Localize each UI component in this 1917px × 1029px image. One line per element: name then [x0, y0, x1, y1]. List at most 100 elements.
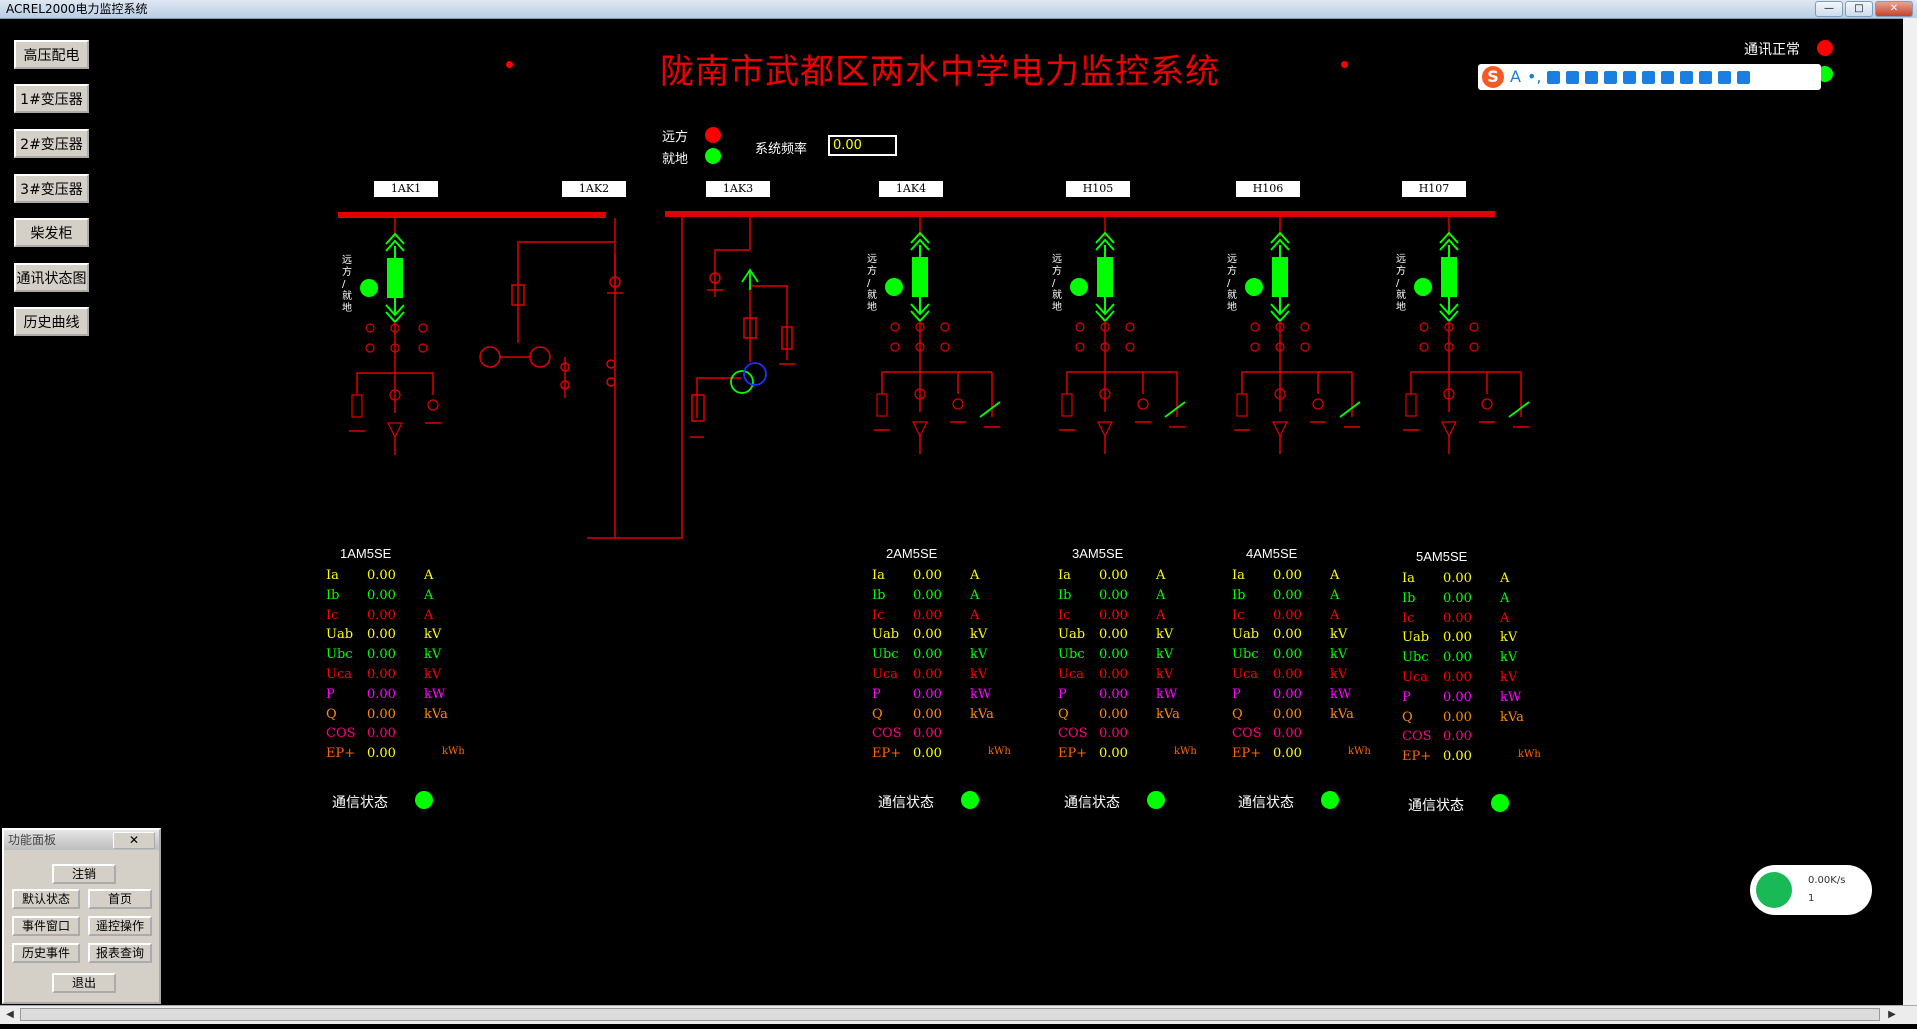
meter-row-value: 0.00 [1099, 568, 1128, 583]
keyboard-icon[interactable] [1566, 70, 1580, 84]
meter-row-value: 0.00 [1443, 749, 1472, 765]
feeder-h105-ct [1100, 322, 1110, 332]
nav-transformer-1-button[interactable]: 1#变压器 [14, 84, 89, 113]
function-panel-close-button[interactable]: ✕ [113, 832, 155, 849]
scissors-icon[interactable] [1699, 70, 1713, 84]
logout-button[interactable]: 注销 [52, 864, 116, 884]
feeder-1ak4-ct [890, 342, 900, 352]
function-panel-title: 功能面板 [8, 833, 57, 847]
meter-row-label: Ib [1402, 590, 1416, 606]
meter-row-label: Ia [326, 568, 339, 583]
screenshot-icon[interactable] [1604, 70, 1618, 84]
nav-transformer-2-button[interactable]: 2#变压器 [14, 129, 89, 158]
close-button[interactable]: ✕ [1875, 1, 1913, 17]
comm-status-label: 通信状态 [1238, 794, 1294, 810]
scroll-right-arrow-icon[interactable]: ▶ [1888, 1009, 1896, 1020]
event-window-button[interactable]: 事件窗口 [12, 916, 80, 936]
meter-row-value: 0.00 [1443, 610, 1472, 626]
meter-row-label: Uca [326, 667, 352, 682]
feeder-h106-pt [1312, 398, 1324, 410]
default-state-button[interactable]: 默认状态 [12, 889, 80, 909]
fullwidth-icon[interactable] [1718, 70, 1732, 84]
meter-title: 5AM5SE [1416, 549, 1468, 564]
meter-row-value: 0.00 [913, 706, 942, 722]
comm-status-lamp [961, 791, 979, 809]
meter-row-value: 0.00 [1099, 746, 1128, 762]
feeder-h106-breaker [1272, 257, 1288, 297]
feeder-1ak1-ct [365, 323, 375, 333]
scroll-thumb[interactable] [20, 1008, 1880, 1021]
feeder-1ak4-cable-ct [914, 388, 926, 400]
microphone-icon[interactable] [1585, 70, 1599, 84]
meter-row-value: 0.00 [913, 667, 942, 682]
feeder-1ak4-ct [940, 342, 950, 352]
remote-control-button[interactable]: 遥控操作 [88, 916, 152, 936]
meter-row-label: Ia [1402, 571, 1415, 586]
report-query-button[interactable]: 报表查询 [88, 943, 152, 963]
grid-menu-icon[interactable] [1737, 70, 1751, 84]
font-icon[interactable]: A [1510, 67, 1521, 86]
nav-history-curve-button[interactable]: 历史曲线 [14, 307, 89, 336]
meter-row-label: COS [326, 726, 356, 742]
ime-toolbar[interactable]: S A •, [1478, 64, 1821, 90]
meter-row-unit: kWh [988, 746, 1011, 758]
horizontal-scrollbar[interactable]: ◀ ▶ [0, 1005, 1917, 1024]
feeder-h105-ct [1075, 322, 1085, 332]
nav-hv-distribution-button[interactable]: 高压配电 [14, 40, 89, 69]
user-icon[interactable] [1661, 70, 1675, 84]
exit-button[interactable]: 退出 [52, 973, 116, 993]
skin-icon[interactable] [1680, 70, 1694, 84]
meter-row-label: Q [1402, 709, 1413, 725]
home-button[interactable]: 首页 [88, 889, 152, 909]
vertical-scrollbar[interactable] [1903, 18, 1917, 1005]
meter-row-label: Ib [1058, 587, 1072, 603]
feeder-h107-chevron-down-icon [1439, 303, 1459, 316]
meter-row-value: 0.00 [1443, 709, 1472, 725]
meter-row-label: Ic [872, 607, 885, 623]
meter-row-unit: kV [424, 647, 442, 663]
history-events-button[interactable]: 历史事件 [12, 943, 80, 963]
emoji-icon[interactable] [1547, 70, 1561, 84]
feeder-1ak4-ct [915, 322, 925, 332]
network-widget[interactable]: 0.00K/s 1 [1750, 865, 1872, 915]
comm-status-lamp [1147, 791, 1165, 809]
title-right-dot [1341, 61, 1348, 68]
feeder-h107-ct [1419, 342, 1429, 352]
minimize-button[interactable]: — [1815, 1, 1843, 17]
meter-row-unit: kVa [1500, 709, 1524, 725]
table-icon[interactable] [1642, 70, 1656, 84]
meter-row-label: Ic [1402, 610, 1415, 626]
nav-comm-status-button[interactable]: 通讯状态图 [14, 263, 89, 292]
meter-row-unit: kW [1330, 686, 1352, 702]
meter-row-unit: kV [1156, 667, 1174, 682]
meter-row-value: 0.00 [913, 746, 942, 762]
meter-row-value: 0.00 [367, 607, 396, 623]
feeder-h107-mode-char: / [1396, 278, 1400, 289]
scroll-left-arrow-icon[interactable]: ◀ [6, 1009, 14, 1020]
feeder-1ak1-ct [390, 343, 400, 353]
feeder-1ak1-tee [356, 372, 434, 395]
meter-row-value: 0.00 [367, 667, 396, 682]
nav-diesel-cabinet-button[interactable]: 柴发柜 [14, 218, 89, 247]
nav-transformer-3-button[interactable]: 3#变压器 [14, 174, 89, 203]
maximize-button[interactable]: □ [1845, 1, 1873, 17]
feeder-h105-mode-char: / [1052, 278, 1056, 289]
pen-icon[interactable] [1623, 70, 1637, 84]
punctuation-icon[interactable]: •, [1526, 67, 1542, 86]
meter-row-unit: kV [1156, 647, 1174, 663]
